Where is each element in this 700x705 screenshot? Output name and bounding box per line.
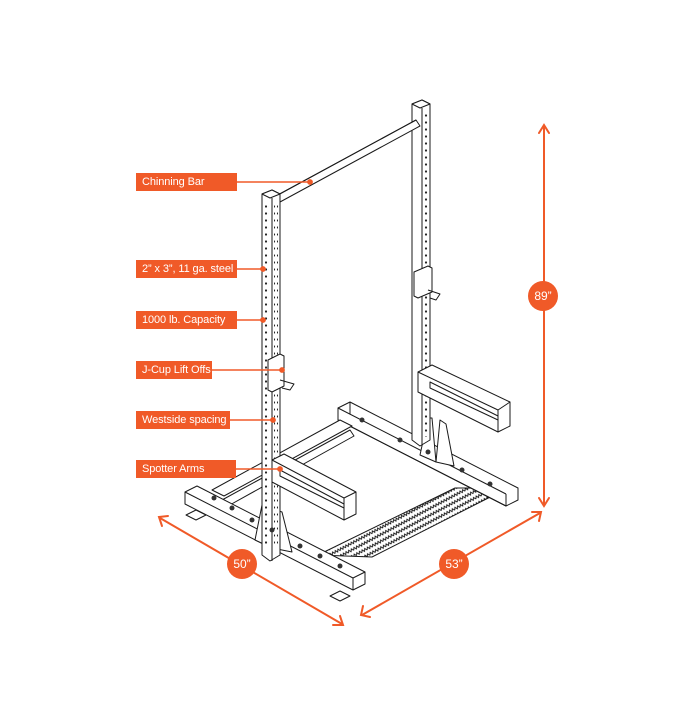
callout-spotter-arms: Spotter Arms <box>136 460 236 478</box>
callout-capacity: 1000 lb. Capacity <box>136 311 237 329</box>
callout-j-cup-lift-offs: J-Cup Lift Offs <box>136 361 212 379</box>
callout-steel-spec: 2” x 3”, 11 ga. steel <box>136 260 237 278</box>
callout-westside-spacing: Westside spacing <box>136 411 230 429</box>
dimension-height-badge: 89” <box>528 281 558 311</box>
callout-chinning-bar: Chinning Bar <box>136 173 237 191</box>
dimension-width-badge: 53” <box>439 549 469 579</box>
dimension-depth-badge: 50” <box>227 549 257 579</box>
